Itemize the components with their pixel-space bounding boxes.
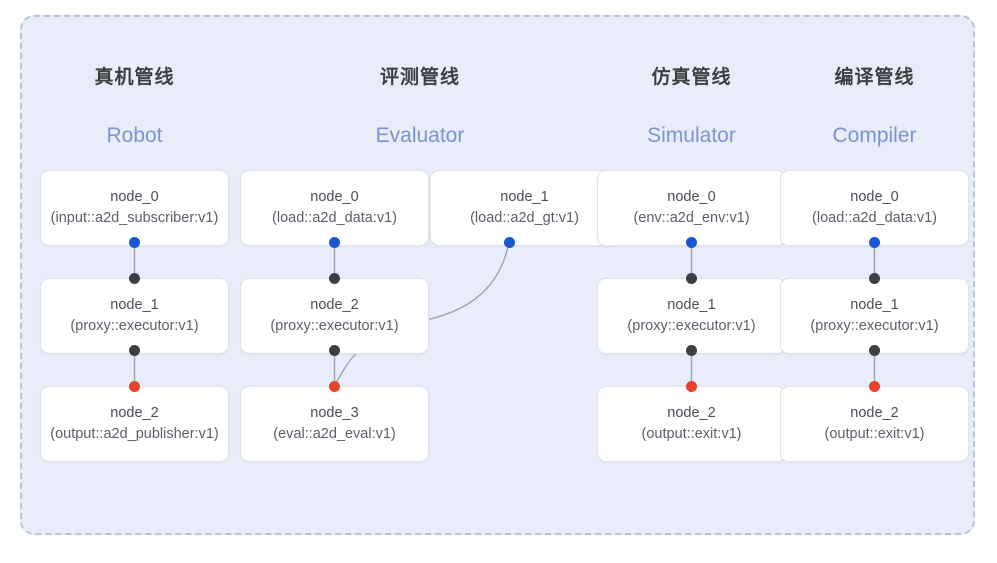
node-card[interactable]: node_0 (input::a2d_subscriber:v1) (40, 170, 229, 246)
node-type: (load::a2d_data:v1) (272, 210, 397, 226)
port-input-dark[interactable] (329, 272, 340, 284)
node-type: (proxy::executor:v1) (70, 318, 199, 334)
column-title-en-robot: Robot (106, 124, 163, 147)
node-name: node_2 (667, 405, 716, 421)
port-input-red[interactable] (129, 380, 140, 392)
node-card[interactable]: node_0 (load::a2d_data:v1) (240, 170, 429, 246)
column-title-en-compiler: Compiler (832, 124, 917, 147)
port-input-red[interactable] (869, 380, 880, 392)
column-title-en-evaluator: Evaluator (375, 124, 465, 147)
node-name: node_2 (110, 405, 159, 421)
node-card[interactable]: node_0 (load::a2d_data:v1) (780, 170, 969, 246)
node-type: (proxy::executor:v1) (810, 318, 939, 334)
node-type: (load::a2d_gt:v1) (470, 210, 579, 226)
node-type: (load::a2d_data:v1) (812, 210, 937, 226)
node-card[interactable]: node_3 (eval::a2d_eval:v1) (240, 386, 429, 462)
node-type: (output::exit:v1) (641, 426, 742, 442)
node-card[interactable]: node_0 (env::a2d_env:v1) (597, 170, 786, 246)
node-card[interactable]: node_2 (output::a2d_publisher:v1) (40, 386, 229, 462)
node-type: (output::a2d_publisher:v1) (50, 426, 219, 442)
port-output-dark[interactable] (329, 344, 340, 356)
port-input-dark[interactable] (686, 272, 697, 284)
port-input-red[interactable] (329, 380, 340, 392)
node-name: node_1 (110, 297, 159, 313)
node-name: node_0 (667, 189, 716, 205)
column-title-en-simulator: Simulator (647, 124, 736, 147)
column-title-cn-robot: 真机管线 (94, 67, 175, 88)
port-output-dark[interactable] (129, 344, 140, 356)
node-card[interactable]: node_1 (proxy::executor:v1) (597, 278, 786, 354)
node-name: node_1 (667, 297, 716, 313)
port-output-blue[interactable] (503, 236, 515, 248)
port-output-blue[interactable] (329, 236, 340, 248)
node-card[interactable]: node_1 (load::a2d_gt:v1) (430, 170, 619, 246)
node-type: (env::a2d_env:v1) (633, 210, 750, 226)
column-title-cn-evaluator: 评测管线 (379, 67, 460, 88)
node-type: (proxy::executor:v1) (270, 318, 399, 334)
port-output-dark[interactable] (686, 344, 697, 356)
node-name: node_1 (850, 297, 899, 313)
node-type: (input::a2d_subscriber:v1) (50, 210, 219, 226)
node-card[interactable]: node_1 (proxy::executor:v1) (780, 278, 969, 354)
node-name: node_2 (850, 405, 899, 421)
port-output-blue[interactable] (869, 236, 880, 248)
node-name: node_1 (500, 189, 549, 205)
node-name: node_2 (310, 297, 359, 313)
node-name: node_0 (110, 189, 159, 205)
node-type: (output::exit:v1) (824, 426, 925, 442)
column-title-cn-simulator: 仿真管线 (651, 67, 732, 88)
node-type: (eval::a2d_eval:v1) (273, 426, 396, 442)
port-input-red[interactable] (686, 380, 697, 392)
node-card[interactable]: node_2 (output::exit:v1) (597, 386, 786, 462)
node-card[interactable]: node_2 (proxy::executor:v1) (240, 278, 429, 354)
node-name: node_3 (310, 405, 359, 421)
column-title-cn-compiler: 编译管线 (834, 67, 915, 88)
node-name: node_0 (850, 189, 899, 205)
node-card[interactable]: node_1 (proxy::executor:v1) (40, 278, 229, 354)
node-type: (proxy::executor:v1) (627, 318, 756, 334)
port-output-blue[interactable] (129, 236, 140, 248)
port-output-blue[interactable] (686, 236, 697, 248)
port-input-dark[interactable] (129, 272, 140, 284)
port-output-dark[interactable] (869, 344, 880, 356)
node-card[interactable]: node_2 (output::exit:v1) (780, 386, 969, 462)
port-input-dark[interactable] (869, 272, 880, 284)
node-name: node_0 (310, 189, 359, 205)
